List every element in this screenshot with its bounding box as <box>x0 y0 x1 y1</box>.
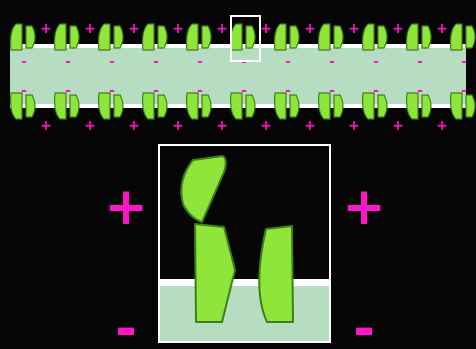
charge-minus-inner: - <box>373 54 379 70</box>
charge-plus-top: + <box>40 21 52 37</box>
charge-left-top: + <box>104 177 148 237</box>
charge-plus-bottom: + <box>128 118 140 134</box>
charge-plus-top: + <box>216 21 228 37</box>
charge-minus-inner: - <box>461 54 467 70</box>
inset-membrane-surface <box>159 279 330 286</box>
charge-plus-bottom: + <box>260 118 272 134</box>
charge-minus-inner: - <box>65 54 71 70</box>
charge-plus-bottom: + <box>216 118 228 134</box>
charge-plus-bottom: + <box>436 118 448 134</box>
channel-right-subunit <box>259 226 293 322</box>
charge-plus-top: + <box>128 21 140 37</box>
charge-plus-top: + <box>392 21 404 37</box>
charge-right-top: + <box>342 177 386 237</box>
charge-right-bottom: - <box>353 299 375 349</box>
charge-minus-inner: - <box>197 54 203 70</box>
inset-membrane-interior <box>159 284 330 342</box>
charge-plus-bottom: + <box>172 118 184 134</box>
charge-minus-inner: - <box>417 54 423 70</box>
charge-minus-inner: - <box>329 54 335 70</box>
charge-plus-top: + <box>260 21 272 37</box>
charge-minus-inner: - <box>285 54 291 70</box>
inset-view <box>159 145 330 342</box>
charge-plus-top: + <box>304 21 316 37</box>
charge-plus-top: + <box>172 21 184 37</box>
charge-plus-bottom: + <box>392 118 404 134</box>
charge-plus-top: + <box>436 21 448 37</box>
charge-plus-bottom: + <box>304 118 316 134</box>
charge-plus-bottom: + <box>348 118 360 134</box>
charge-plus-top: + <box>348 21 360 37</box>
charge-plus-bottom: + <box>84 118 96 134</box>
charge-plus-top: + <box>84 21 96 37</box>
charge-plus-bottom: + <box>40 118 52 134</box>
charge-minus-inner: - <box>109 54 115 70</box>
charge-minus-inner: - <box>21 54 27 70</box>
charge-left-bottom: - <box>115 299 137 349</box>
charge-minus-inner: - <box>153 54 159 70</box>
